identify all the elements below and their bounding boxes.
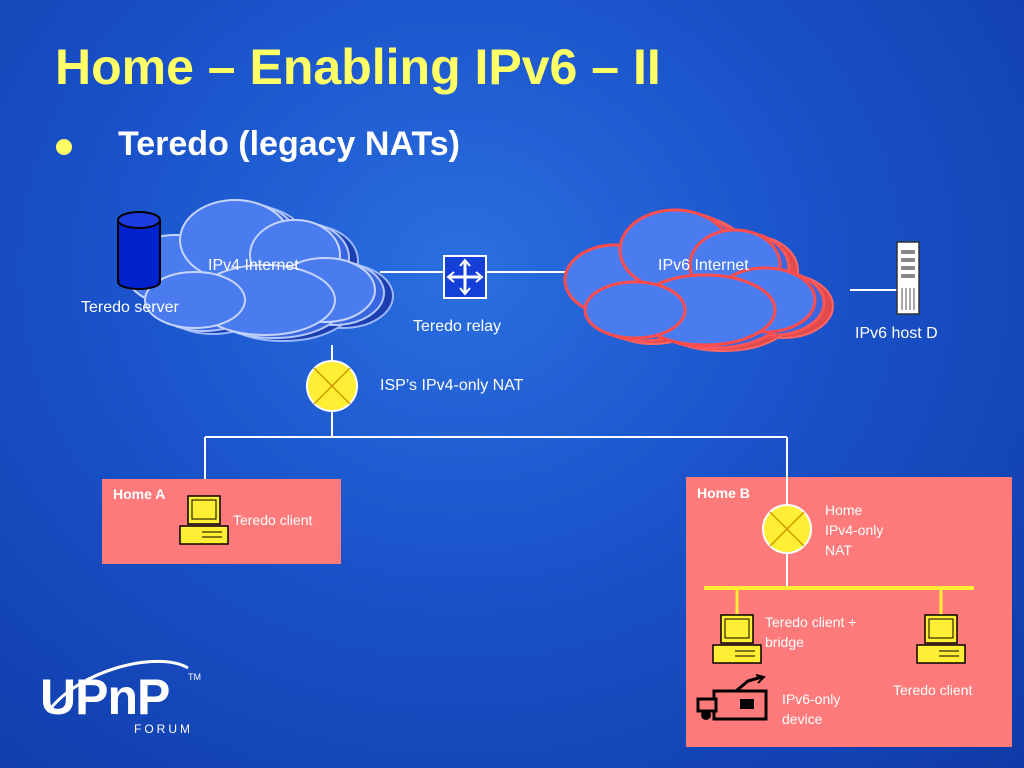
home-b-client-computer-icon xyxy=(916,614,966,664)
ipv6-device-label: IPv6-only device xyxy=(782,691,841,727)
teredo-server-icon xyxy=(117,211,161,290)
ipv6-host-icon xyxy=(896,241,920,315)
teredo-relay-label: Teredo relay xyxy=(413,318,502,335)
logo-swoosh-icon xyxy=(46,660,189,713)
upnp-logo: UPnP TM FORUM xyxy=(38,650,208,740)
logo-text: UPnP xyxy=(40,669,170,725)
home-b-nat-icon xyxy=(762,504,812,554)
bullet-dot xyxy=(56,139,72,155)
bullet-text: Teredo (legacy NATs) xyxy=(118,125,460,163)
home-b-client-label: Teredo client xyxy=(893,682,973,698)
logo-sub: FORUM xyxy=(134,722,193,736)
bridge-label: Teredo client + bridge xyxy=(765,614,857,650)
isp-nat-label: ISP’s IPv4-only NAT xyxy=(380,377,524,394)
teredo-relay-icon xyxy=(443,255,487,299)
logo-tm: TM xyxy=(188,672,201,682)
isp-nat-icon xyxy=(306,360,358,412)
home-b-nat-label: Home IPv4-only NAT xyxy=(825,502,884,558)
ipv6-cloud-label: IPv6 Internet xyxy=(658,257,749,274)
home-a-computer-icon xyxy=(179,495,229,545)
home-a-title: Home A xyxy=(113,486,166,502)
bridge-computer-icon xyxy=(712,614,762,664)
teredo-server-label: Teredo server xyxy=(81,299,179,316)
ipv6-cloud xyxy=(563,208,834,352)
camera-icon xyxy=(696,674,768,721)
home-a-box xyxy=(102,479,341,564)
home-a-client-label: Teredo client xyxy=(233,512,313,528)
ipv4-cloud-label: IPv4 Internet xyxy=(208,257,299,274)
slide-title: Home – Enabling IPv6 – II xyxy=(55,39,661,95)
ipv6-host-label: IPv6 host D xyxy=(855,325,938,342)
home-b-title: Home B xyxy=(697,485,750,501)
